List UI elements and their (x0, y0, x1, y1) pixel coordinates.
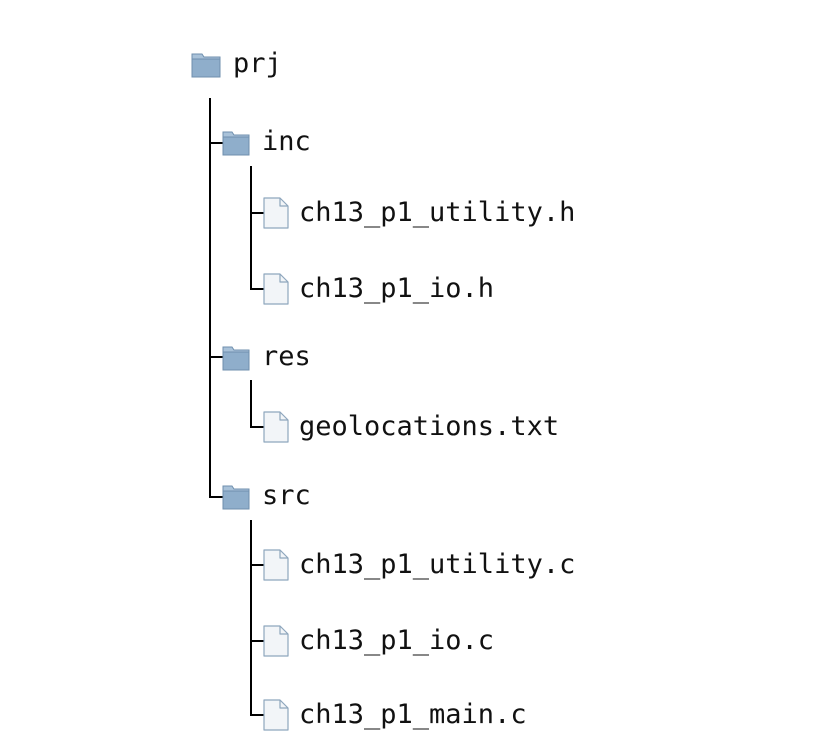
file-icon (263, 699, 289, 731)
connector-root-vertical (209, 98, 211, 498)
file-label: ch13_p1_io.h (299, 273, 495, 304)
connector-src-file1-branch (250, 564, 264, 566)
folder-res[interactable]: res (222, 337, 311, 377)
connector-inc-file2-branch (250, 288, 264, 290)
file-icon (263, 549, 289, 581)
file-ch13-p1-main-c[interactable]: ch13_p1_main.c (263, 695, 527, 735)
file-label: ch13_p1_utility.c (299, 549, 576, 580)
file-label: geolocations.txt (299, 411, 560, 442)
connector-inc-branch (209, 142, 223, 144)
file-ch13-p1-utility-h[interactable]: ch13_p1_utility.h (263, 193, 575, 233)
folder-icon (222, 131, 250, 156)
connector-src-file2-branch (250, 640, 264, 642)
file-ch13-p1-io-c[interactable]: ch13_p1_io.c (263, 621, 494, 661)
connector-src-branch (209, 496, 223, 498)
folder-icon (222, 346, 250, 371)
file-label: ch13_p1_main.c (299, 699, 527, 730)
connector-res-file1-branch (250, 426, 264, 428)
file-icon (263, 273, 289, 305)
connector-inc-vertical (250, 166, 252, 290)
connector-res-branch (209, 356, 223, 358)
connector-inc-file1-branch (250, 212, 264, 214)
connector-src-file3-branch (250, 714, 264, 716)
folder-src[interactable]: src (222, 476, 311, 516)
connector-res-vertical (250, 380, 252, 428)
file-ch13-p1-utility-c[interactable]: ch13_p1_utility.c (263, 545, 575, 585)
connector-src-vertical (250, 520, 252, 716)
folder-inc[interactable]: inc (222, 122, 311, 162)
folder-icon (191, 53, 221, 78)
folder-label: prj (233, 48, 282, 79)
file-icon (263, 411, 289, 443)
folder-label: src (262, 480, 311, 511)
folder-label: inc (262, 126, 311, 157)
file-geolocations-txt[interactable]: geolocations.txt (263, 407, 559, 447)
file-label: ch13_p1_utility.h (299, 197, 576, 228)
file-label: ch13_p1_io.c (299, 625, 495, 656)
folder-icon (222, 485, 250, 510)
file-ch13-p1-io-h[interactable]: ch13_p1_io.h (263, 269, 494, 309)
folder-label: res (262, 341, 311, 372)
file-icon (263, 625, 289, 657)
folder-prj[interactable]: prj (191, 44, 282, 84)
file-icon (263, 197, 289, 229)
